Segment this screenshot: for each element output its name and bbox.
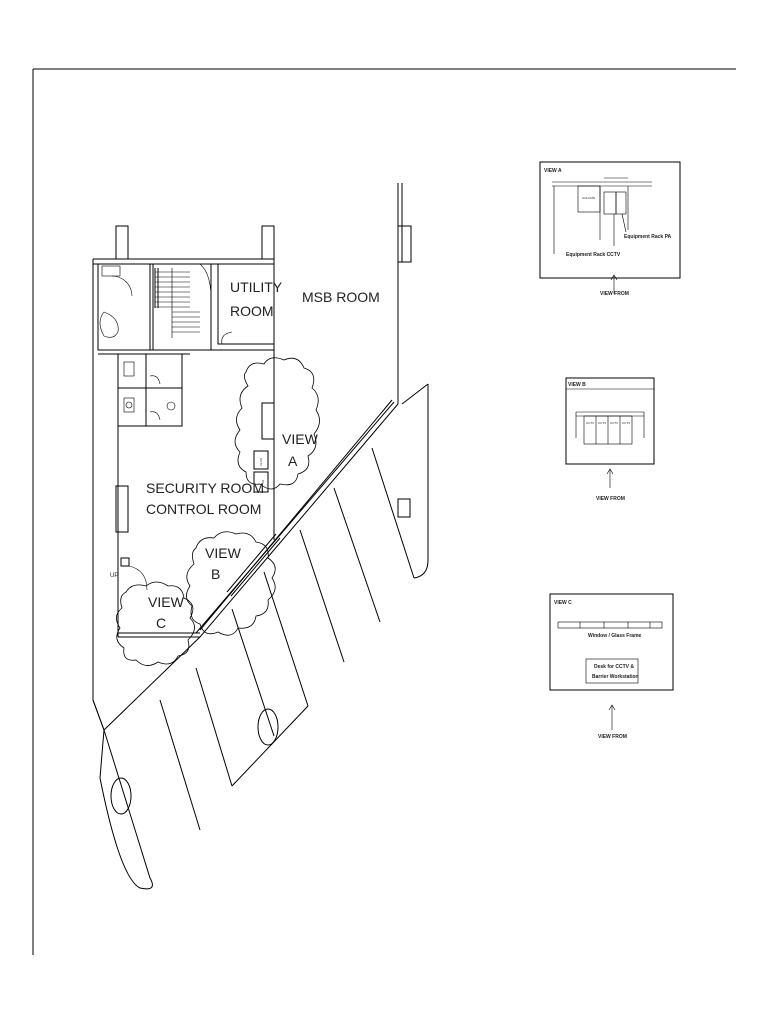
utility-room-label-1: UTILITY — [230, 279, 283, 295]
view-a-column-label: COLUMN — [582, 196, 595, 200]
utility-room-label-2: ROOM — [230, 303, 274, 319]
column — [115, 225, 129, 260]
view-c-title: VIEW C — [554, 600, 572, 606]
view-c-frame — [549, 593, 674, 691]
view-c-view-from: VIEW FROM — [598, 734, 627, 740]
view-b-detail: VIEW B CCTV CCTV CCTV CCTV VIEW FROM — [565, 377, 655, 502]
equipment-rack-cctv — [253, 450, 269, 470]
door-frame — [120, 557, 130, 567]
view-a-marker-label-1: VIEW — [282, 431, 319, 447]
toilet-block — [117, 353, 183, 427]
view-b-frame — [565, 377, 655, 465]
column — [115, 485, 129, 533]
view-a-frame — [539, 161, 681, 279]
view-b-panel-4: CCTV — [622, 421, 630, 425]
view-b-cloud — [186, 531, 276, 636]
view-b-view-from: VIEW FROM — [596, 496, 625, 502]
bollard — [257, 708, 279, 746]
view-a-rack-pa-label: Equipment Rack PA — [624, 234, 672, 240]
msb-room-label: MSB ROOM — [302, 289, 380, 305]
column — [397, 225, 412, 263]
security-room-label-1: SECURITY ROOM — [146, 480, 264, 496]
floor-plan: CCTV PA UP — [92, 183, 429, 890]
view-a-rack-cctv-label: Equipment Rack CCTV — [566, 252, 621, 258]
view-c-window-label: Window / Glass Frame — [588, 633, 642, 639]
view-c-desk-label-1: Desk for CCTV & — [594, 664, 634, 670]
view-b-panel-2: CCTV — [598, 421, 606, 425]
view-a-detail: VIEW A COLUMN Equipment Rack PA Equipmen… — [539, 161, 681, 297]
bollard — [110, 777, 132, 815]
view-a-marker-label-2: A — [288, 453, 298, 469]
view-c-detail: VIEW C Window / Glass Frame Desk for CCT… — [549, 593, 674, 740]
equipment-rack-pa — [253, 471, 269, 493]
rack-elevation — [603, 191, 617, 215]
view-a-view-from: VIEW FROM — [600, 291, 629, 297]
door-tag: UP — [110, 573, 118, 579]
control-room-label: CONTROL ROOM — [146, 501, 261, 517]
sheet-border — [32, 68, 736, 955]
rack-elevation — [615, 191, 627, 215]
view-b-title: VIEW B — [568, 382, 586, 388]
window-glass-frame — [557, 621, 663, 629]
view-c-desk-label-2: Barrier Workstation — [592, 674, 639, 680]
svg-text:CCTV: CCTV — [259, 458, 263, 466]
stair-lobby — [97, 263, 151, 351]
front-glazing — [118, 399, 399, 638]
staircase — [152, 263, 212, 351]
desk-workstation — [585, 658, 639, 684]
column — [261, 402, 275, 440]
parking-area — [92, 383, 429, 890]
view-a-title: VIEW A — [544, 168, 562, 174]
view-b-panel-1: CCTV — [586, 421, 594, 425]
column — [261, 225, 275, 260]
view-b-marker-label-2: B — [211, 566, 220, 582]
view-c-marker-label-2: C — [156, 615, 166, 631]
view-b-marker-label-1: VIEW — [205, 545, 242, 561]
view-c-cloud — [116, 581, 195, 666]
view-c-marker-label-1: VIEW — [148, 594, 185, 610]
view-a-cloud — [234, 357, 320, 490]
view-b-panel-3: CCTV — [610, 421, 618, 425]
door-swing — [99, 311, 119, 338]
svg-text:PA: PA — [261, 480, 265, 484]
